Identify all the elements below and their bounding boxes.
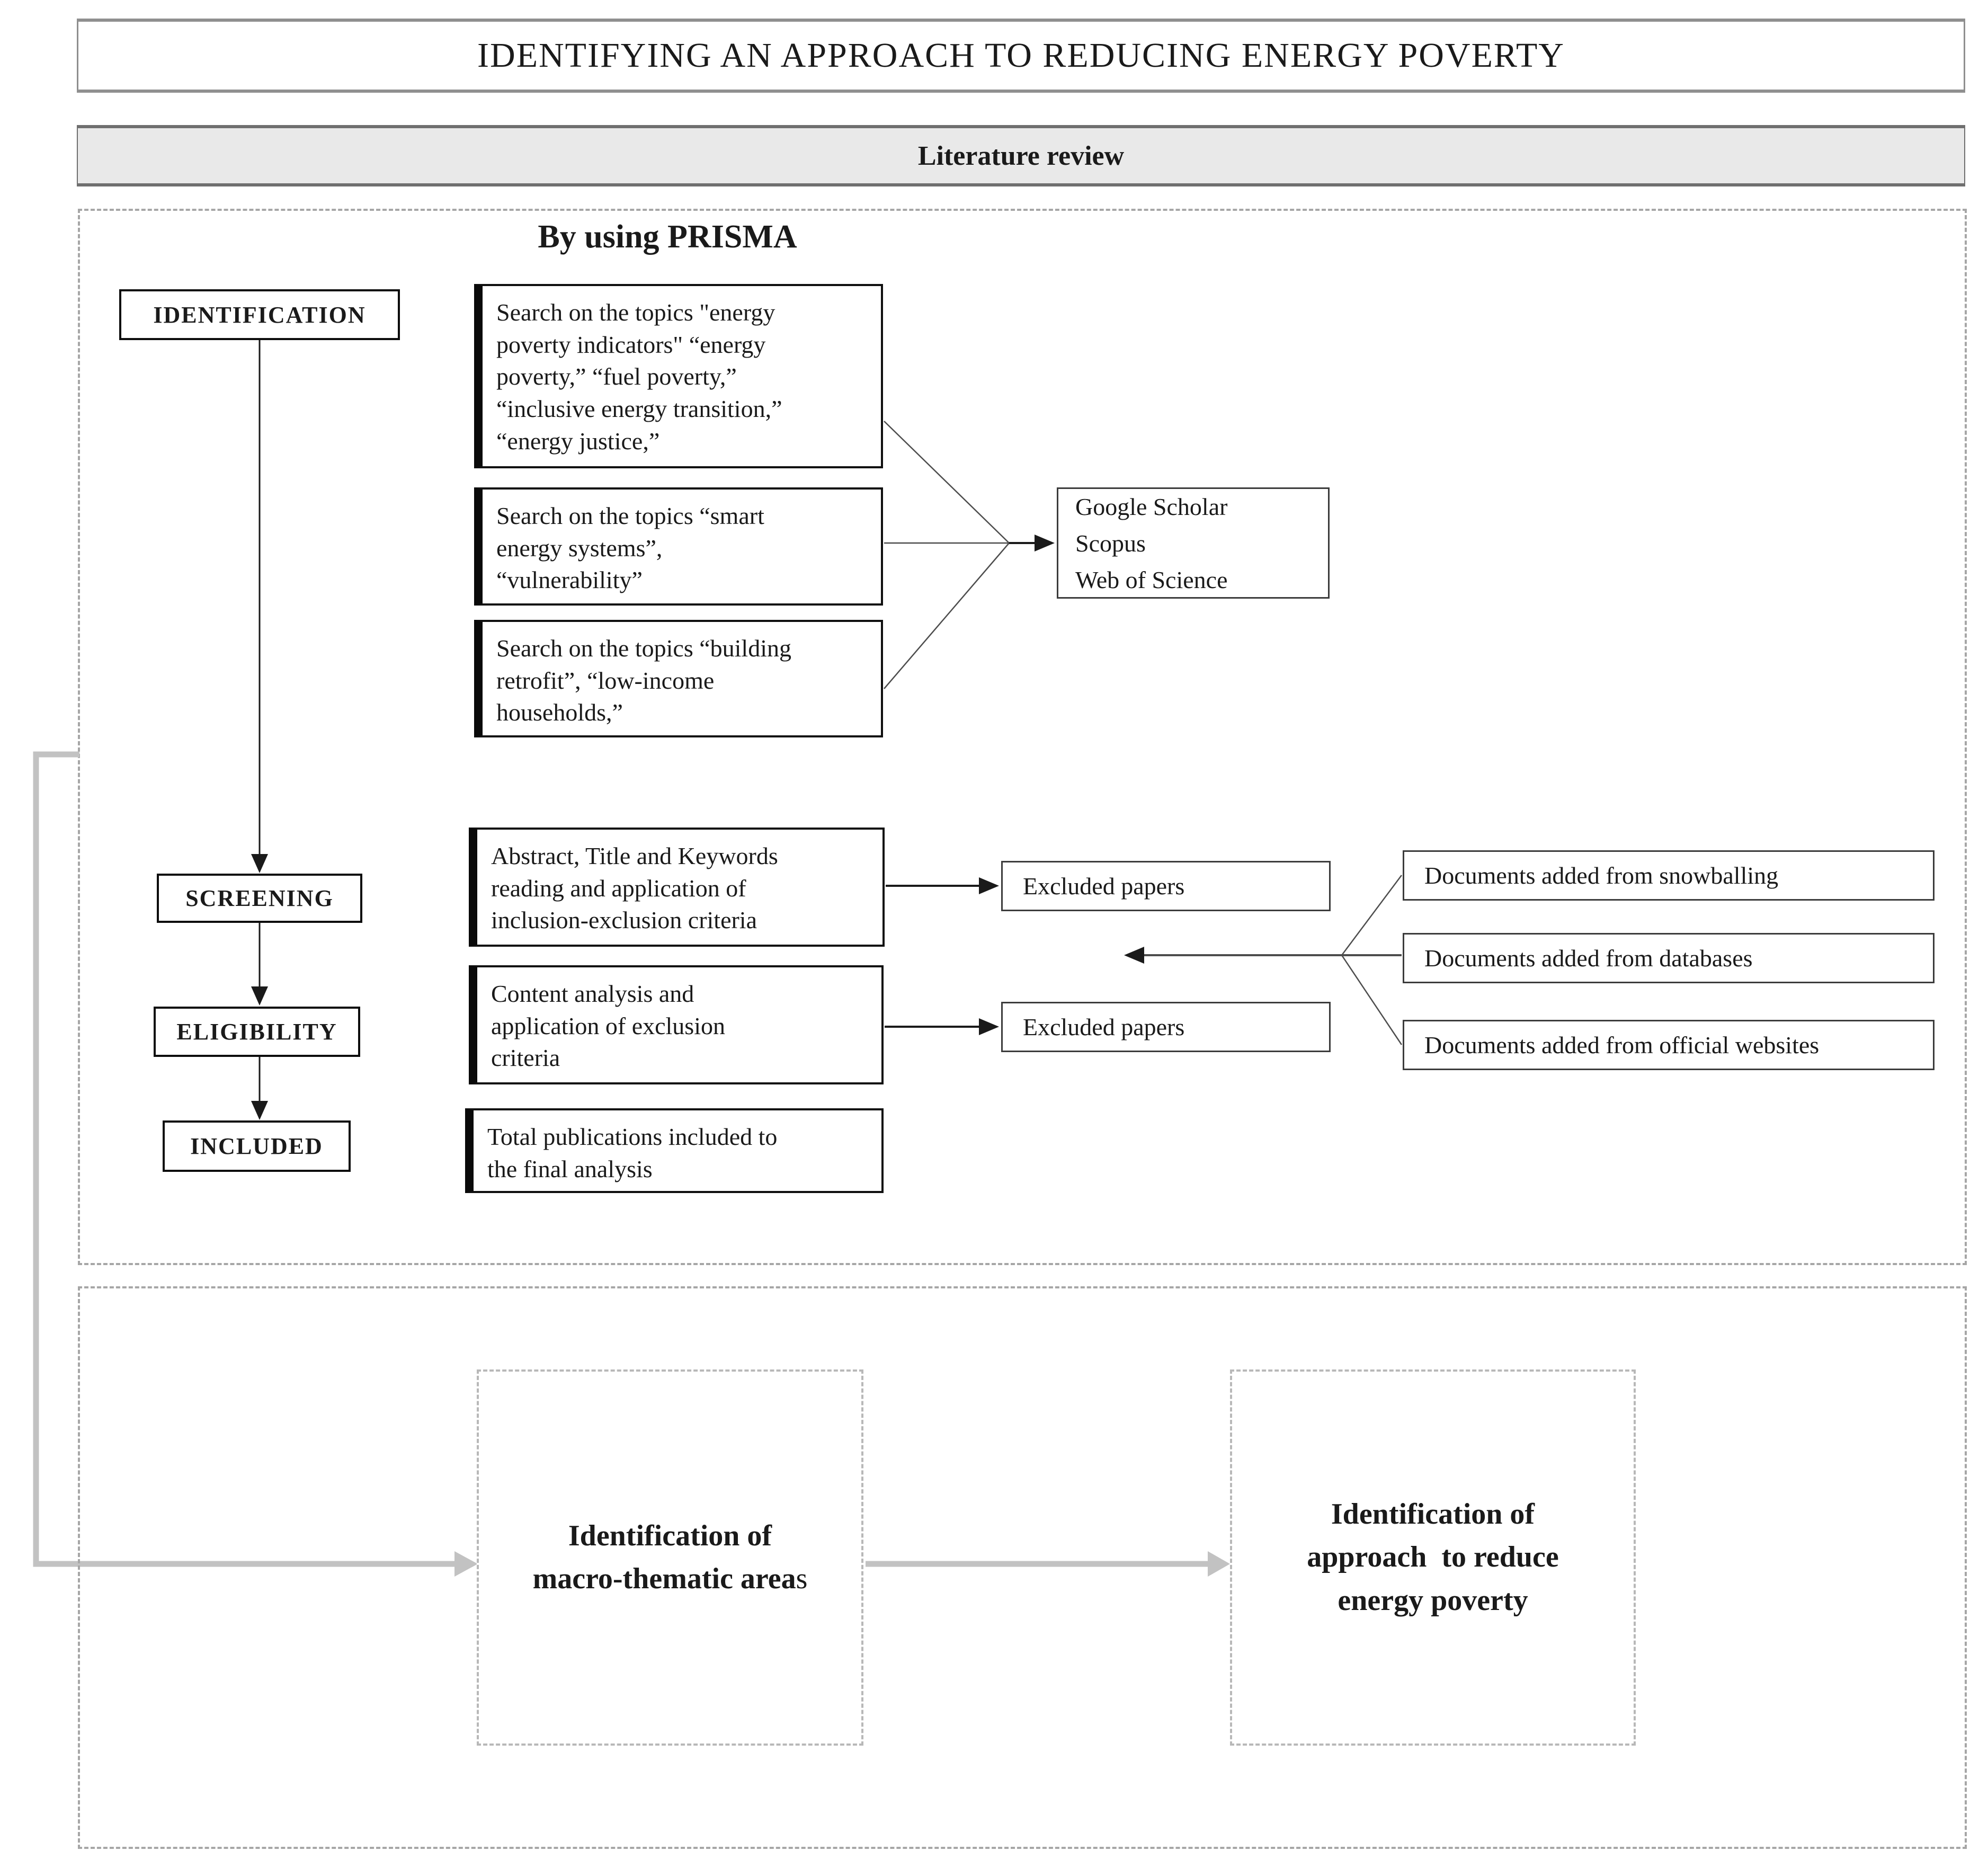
search-topics-box-2: Search on the topics “smart energy syste…	[474, 487, 883, 606]
section-header-bar: Literature review	[77, 125, 1965, 186]
macro-thematic-areas-label: Identification of macro-thematic areas	[533, 1515, 808, 1600]
macro-thematic-areas-box: Identification of macro-thematic areas	[477, 1369, 863, 1746]
stage-identification-label: IDENTIFICATION	[153, 301, 366, 328]
eligibility-process-box: Content analysis and application of excl…	[469, 965, 884, 1084]
diagram-title-box: IDENTIFYING AN APPROACH TO REDUCING ENER…	[77, 19, 1965, 93]
included-process-box: Total publications included to the final…	[465, 1108, 884, 1193]
search-topics-box-1: Search on the topics "energy poverty ind…	[474, 284, 883, 468]
excluded-papers-box-2: Excluded papers	[1001, 1002, 1331, 1052]
stage-included-label: INCLUDED	[190, 1133, 323, 1159]
stage-eligibility-label: ELIGIBILITY	[176, 1019, 337, 1045]
stage-eligibility-box: ELIGIBILITY	[154, 1007, 360, 1057]
documents-added-official-websites-box: Documents added from official websites	[1403, 1020, 1934, 1070]
documents-added-snowballing-box: Documents added from snowballing	[1403, 850, 1934, 901]
approach-to-reduce-box: Identification of approach to reduce ene…	[1230, 1369, 1636, 1746]
stage-identification-box: IDENTIFICATION	[119, 289, 400, 340]
databases-box: Google Scholar Scopus Web of Science	[1057, 487, 1330, 599]
macro-label-tail: s	[796, 1562, 808, 1595]
diagram-title: IDENTIFYING AN APPROACH TO REDUCING ENER…	[477, 36, 1565, 75]
prisma-heading: By using PRISMA	[538, 219, 797, 255]
section-header-label: Literature review	[917, 140, 1125, 171]
excluded-papers-box-1: Excluded papers	[1001, 861, 1331, 911]
stage-screening-label: SCREENING	[185, 885, 334, 911]
stage-screening-box: SCREENING	[157, 874, 362, 923]
search-topics-box-3: Search on the topics “building retrofit”…	[474, 620, 883, 737]
screening-process-box: Abstract, Title and Keywords reading and…	[469, 828, 885, 947]
stage-included-box: INCLUDED	[163, 1120, 351, 1172]
outcome-section-container	[78, 1286, 1967, 1849]
macro-label-bold: Identification of macro-thematic area	[532, 1519, 796, 1595]
documents-added-databases-box: Documents added from databases	[1403, 933, 1934, 983]
prisma-section-container	[78, 209, 1967, 1265]
